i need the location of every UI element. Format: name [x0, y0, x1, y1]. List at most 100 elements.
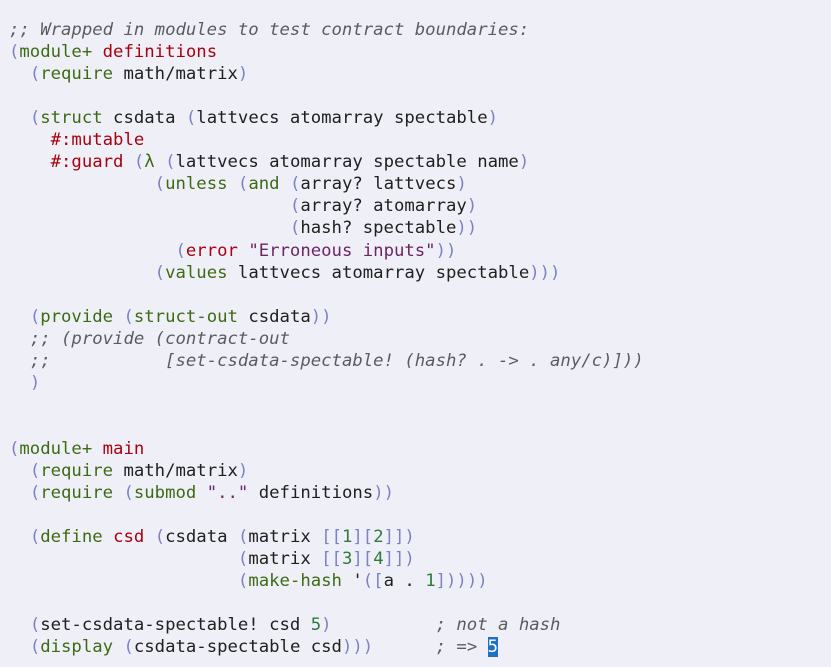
- code-token: [9, 571, 238, 591]
- definition-token: error: [185, 240, 238, 261]
- code-token: [9, 130, 51, 150]
- code-line[interactable]: (provide (struct-out csdata)): [9, 306, 332, 328]
- code-token: set-csdata-spectable! csd: [40, 615, 311, 636]
- code-token: [92, 439, 102, 459]
- number-token: 3: [341, 549, 353, 570]
- code-line[interactable]: (module+ main: [9, 438, 144, 460]
- paren-token: (: [29, 461, 41, 481]
- code-token: [9, 549, 238, 569]
- code-token: [9, 483, 30, 503]
- string-token: "Erroneous inputs": [248, 240, 436, 261]
- text-cursor-selection: 5: [487, 637, 499, 658]
- code-line[interactable]: (error "Erroneous inputs")): [9, 240, 456, 262]
- code-token: a .: [383, 571, 426, 592]
- keyword-token: values: [165, 262, 228, 283]
- code-line[interactable]: (hash? spectable)): [9, 217, 477, 239]
- keyword-token: require: [40, 461, 114, 481]
- code-token: [238, 241, 248, 261]
- code-token: [9, 263, 155, 283]
- code-token: [9, 527, 30, 547]
- code-line[interactable]: (matrix [[3][4]]): [9, 548, 415, 570]
- paren-token: (: [154, 527, 166, 548]
- code-line[interactable]: #:guard (λ (lattvecs atomarray spectable…: [9, 151, 530, 173]
- code-line[interactable]: (require (submod ".." definitions)): [9, 482, 394, 504]
- code-token: csdata: [165, 527, 238, 548]
- paren-token: ]]): [383, 527, 415, 548]
- code-token: math/matrix: [113, 64, 238, 85]
- paren-token: (: [9, 42, 20, 63]
- paren-token: ): [466, 196, 478, 217]
- code-line[interactable]: (module+ definitions: [9, 41, 217, 63]
- code-token: hash? spectable: [300, 218, 457, 239]
- paren-token: (: [289, 174, 301, 195]
- code-line[interactable]: (unless (and (array? lattvecs): [9, 173, 467, 195]
- code-token: [9, 461, 30, 481]
- number-token: 1: [342, 527, 353, 548]
- code-token: array? atomarray: [300, 196, 467, 217]
- code-line[interactable]: (display (csdata-spectable csd))) ; => 5: [9, 636, 499, 658]
- code-token: [332, 615, 436, 635]
- code-line[interactable]: (make-hash '([a . 1])))): [9, 570, 488, 592]
- paren-token: (: [29, 615, 41, 636]
- paren-token: (: [29, 527, 41, 548]
- code-token: lattvecs atomarray spectable: [196, 108, 488, 129]
- keyword-token: λ: [144, 152, 155, 173]
- paren-token: ][: [352, 527, 374, 548]
- paren-token: (: [29, 108, 41, 129]
- code-line[interactable]: (require math/matrix): [9, 63, 249, 85]
- code-token: [196, 483, 206, 503]
- code-line[interactable]: (struct csdata (lattvecs atomarray spect…: [9, 107, 498, 129]
- code-line[interactable]: ;; (provide (contract-out: [9, 328, 290, 350]
- code-token: matrix: [248, 549, 322, 570]
- code-token: [9, 108, 30, 128]
- paren-token: (: [29, 483, 41, 504]
- paren-token: ): [237, 64, 249, 85]
- code-token: math/matrix: [113, 461, 238, 481]
- keyword-token: and: [248, 174, 280, 195]
- paren-token: ))): [529, 262, 561, 283]
- code-token: matrix: [248, 527, 322, 548]
- code-token: [280, 174, 290, 194]
- code-line[interactable]: ;; Wrapped in modules to test contract b…: [9, 19, 529, 41]
- code-line[interactable]: (define csd (csdata (matrix [[1][2]]): [9, 526, 415, 548]
- code-line[interactable]: (values lattvecs atomarray spectable))): [9, 262, 561, 284]
- code-line[interactable]: (set-csdata-spectable! csd 5) ; not a ha…: [9, 614, 561, 636]
- paren-token: (: [237, 527, 249, 548]
- paren-token: ): [456, 174, 467, 195]
- paren-token: ): [518, 152, 530, 173]
- comment-token: ; not a hash: [435, 615, 561, 636]
- code-token: [373, 637, 435, 657]
- code-line[interactable]: (array? atomarray): [9, 195, 477, 217]
- paren-token: [[: [321, 549, 342, 570]
- code-line[interactable]: ;; [set-csdata-spectable! (hash? . -> . …: [9, 350, 644, 372]
- keyword-token: require: [40, 483, 114, 504]
- paren-token: (: [289, 196, 301, 217]
- comment-token: ;; [set-csdata-spectable! (hash? . -> . …: [29, 350, 644, 371]
- paren-token: )): [373, 483, 395, 504]
- paren-token: (: [185, 108, 197, 129]
- code-token: lattvecs atomarray spectable name: [175, 152, 519, 173]
- paren-token: (: [175, 240, 186, 261]
- code-token: csdata: [102, 108, 186, 129]
- keyword-token: submod: [133, 483, 197, 504]
- code-token: [103, 527, 113, 547]
- comment-token: ; =>: [435, 637, 488, 658]
- code-line[interactable]: ): [9, 372, 40, 394]
- paren-token: (: [29, 306, 41, 327]
- paren-token: ][: [352, 549, 374, 570]
- keyword-token: make-hash: [248, 571, 342, 592]
- paren-token: )): [456, 218, 478, 239]
- paren-token: (: [154, 174, 166, 195]
- paren-token: (: [289, 218, 301, 239]
- code-token: [144, 527, 154, 547]
- keyword-token: require: [40, 64, 114, 85]
- paren-token: (: [123, 306, 134, 327]
- code-token: [9, 351, 30, 371]
- code-line[interactable]: (require math/matrix): [9, 460, 249, 482]
- definition-token: definitions: [102, 42, 218, 63]
- code-line[interactable]: #:mutable: [9, 129, 145, 151]
- paren-token: (: [133, 152, 145, 173]
- code-token: [92, 42, 102, 62]
- code-token: [9, 307, 30, 327]
